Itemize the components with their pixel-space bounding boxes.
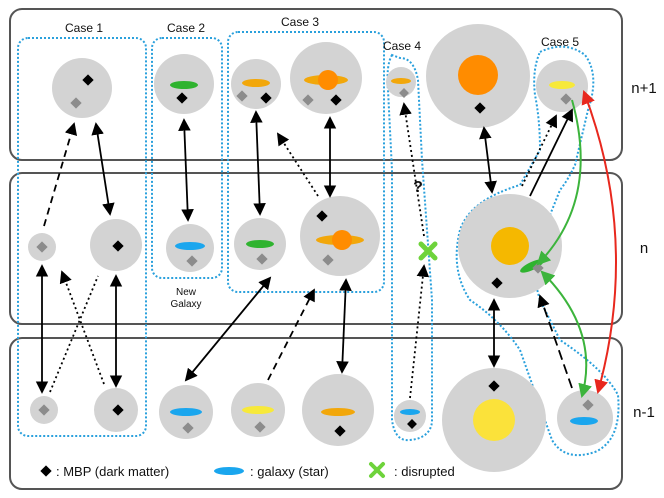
new-galaxy-label: New (176, 287, 197, 298)
galaxy-blue (400, 409, 420, 415)
case1-outline (17, 37, 147, 437)
green-arrow (536, 99, 582, 266)
row-label-top: n+1 (631, 80, 656, 97)
link-arrow (409, 264, 430, 399)
galaxy-orange (242, 79, 270, 87)
link-arrow (399, 102, 425, 237)
link-arrow (336, 278, 352, 374)
red-arrow (581, 90, 617, 395)
legend-galaxy-icon (214, 467, 244, 475)
case2-outline (151, 37, 223, 279)
link-arrow (250, 110, 266, 216)
link-arrow (521, 114, 557, 187)
row-frame-bottom (9, 337, 623, 490)
galaxy-green (246, 240, 274, 248)
halo (52, 58, 112, 118)
question-mark: ? (413, 179, 423, 196)
case5-label: Case 5 (541, 35, 579, 49)
case5-outline (455, 45, 620, 456)
row-label-bottom: n-1 (633, 404, 655, 421)
link-arrow (184, 276, 272, 382)
galaxy-yellow (242, 406, 274, 414)
legend-disrupted-icon (369, 462, 385, 478)
link-arrow (529, 108, 573, 197)
case2-label: Case 2 (167, 21, 205, 35)
galaxy-blue (170, 408, 202, 416)
legend-mbp-icon (40, 465, 52, 477)
bulge-yellow (473, 399, 515, 441)
disrupted-icon (418, 241, 438, 261)
row-label-middle: n (640, 240, 648, 257)
bulge-orange (332, 230, 352, 250)
case1-label: Case 1 (65, 21, 103, 35)
galaxy-blue (570, 417, 598, 425)
case3-outline (227, 31, 385, 293)
link-arrow (59, 270, 105, 385)
galaxy-yellow (549, 81, 575, 89)
bulge-orange (458, 55, 498, 95)
legend-mbp-label: : MBP (dark matter) (56, 464, 169, 479)
case4-label: Case 4 (383, 39, 421, 53)
bulge-orange (318, 70, 338, 90)
link-arrow (178, 118, 194, 222)
green-arrow (540, 270, 592, 399)
galaxy-green (170, 81, 198, 89)
bulge-amber (491, 227, 529, 265)
link-arrow (43, 122, 78, 227)
link-arrow (267, 288, 315, 381)
galaxy-orange (391, 78, 411, 84)
new-galaxy-label-2: Galaxy (170, 299, 201, 310)
galaxy-blue (175, 242, 205, 250)
row-frame-top (9, 8, 623, 161)
link-arrow (276, 132, 319, 197)
case3-label: Case 3 (281, 15, 319, 29)
link-arrow (49, 275, 99, 393)
link-arrow (537, 294, 573, 389)
link-arrow (91, 122, 115, 216)
row-frame-middle (9, 172, 623, 325)
galaxy-orange (321, 408, 355, 416)
legend-galaxy-label: : galaxy (star) (250, 464, 329, 479)
legend-disrupted-label: : disrupted (394, 464, 455, 479)
link-arrow (479, 126, 497, 194)
halo (394, 400, 426, 432)
